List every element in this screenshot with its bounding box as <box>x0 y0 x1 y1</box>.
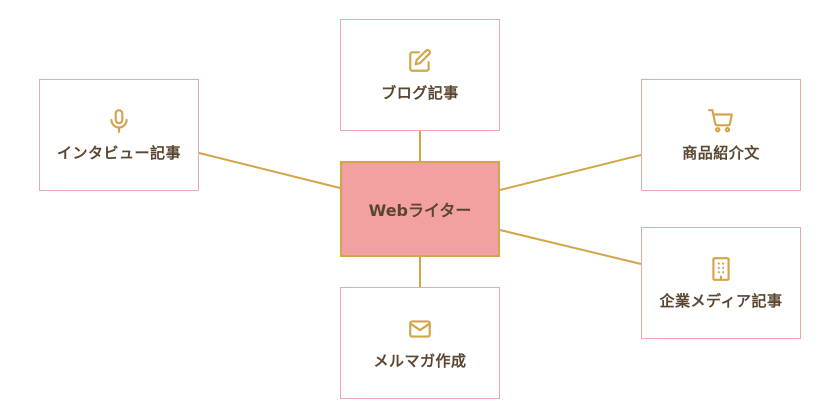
node-newsletter-label: メルマガ作成 <box>373 351 467 370</box>
pencil-square-icon <box>409 48 431 72</box>
node-interview-label: インタビュー記事 <box>56 143 181 162</box>
connector-product <box>499 154 642 191</box>
node-corporate-label: 企業メディア記事 <box>659 291 783 310</box>
node-blog-label: ブログ記事 <box>381 83 459 102</box>
node-newsletter: メルマガ作成 <box>340 287 500 399</box>
shopping-cart-icon <box>708 108 733 132</box>
microphone-icon <box>110 108 128 133</box>
node-corporate: 企業メディア記事 <box>641 227 801 339</box>
node-product-label: 商品紹介文 <box>682 143 760 162</box>
center-node-web-writer: Webライター <box>340 161 500 257</box>
center-node-label: Webライター <box>368 201 472 220</box>
node-blog: ブログ記事 <box>340 19 500 131</box>
connector-corporate <box>499 229 642 265</box>
node-product: 商品紹介文 <box>641 79 801 191</box>
connector-interview <box>198 152 341 189</box>
node-interview: インタビュー記事 <box>39 79 199 191</box>
building-icon <box>712 256 730 281</box>
envelope-icon <box>409 319 431 338</box>
